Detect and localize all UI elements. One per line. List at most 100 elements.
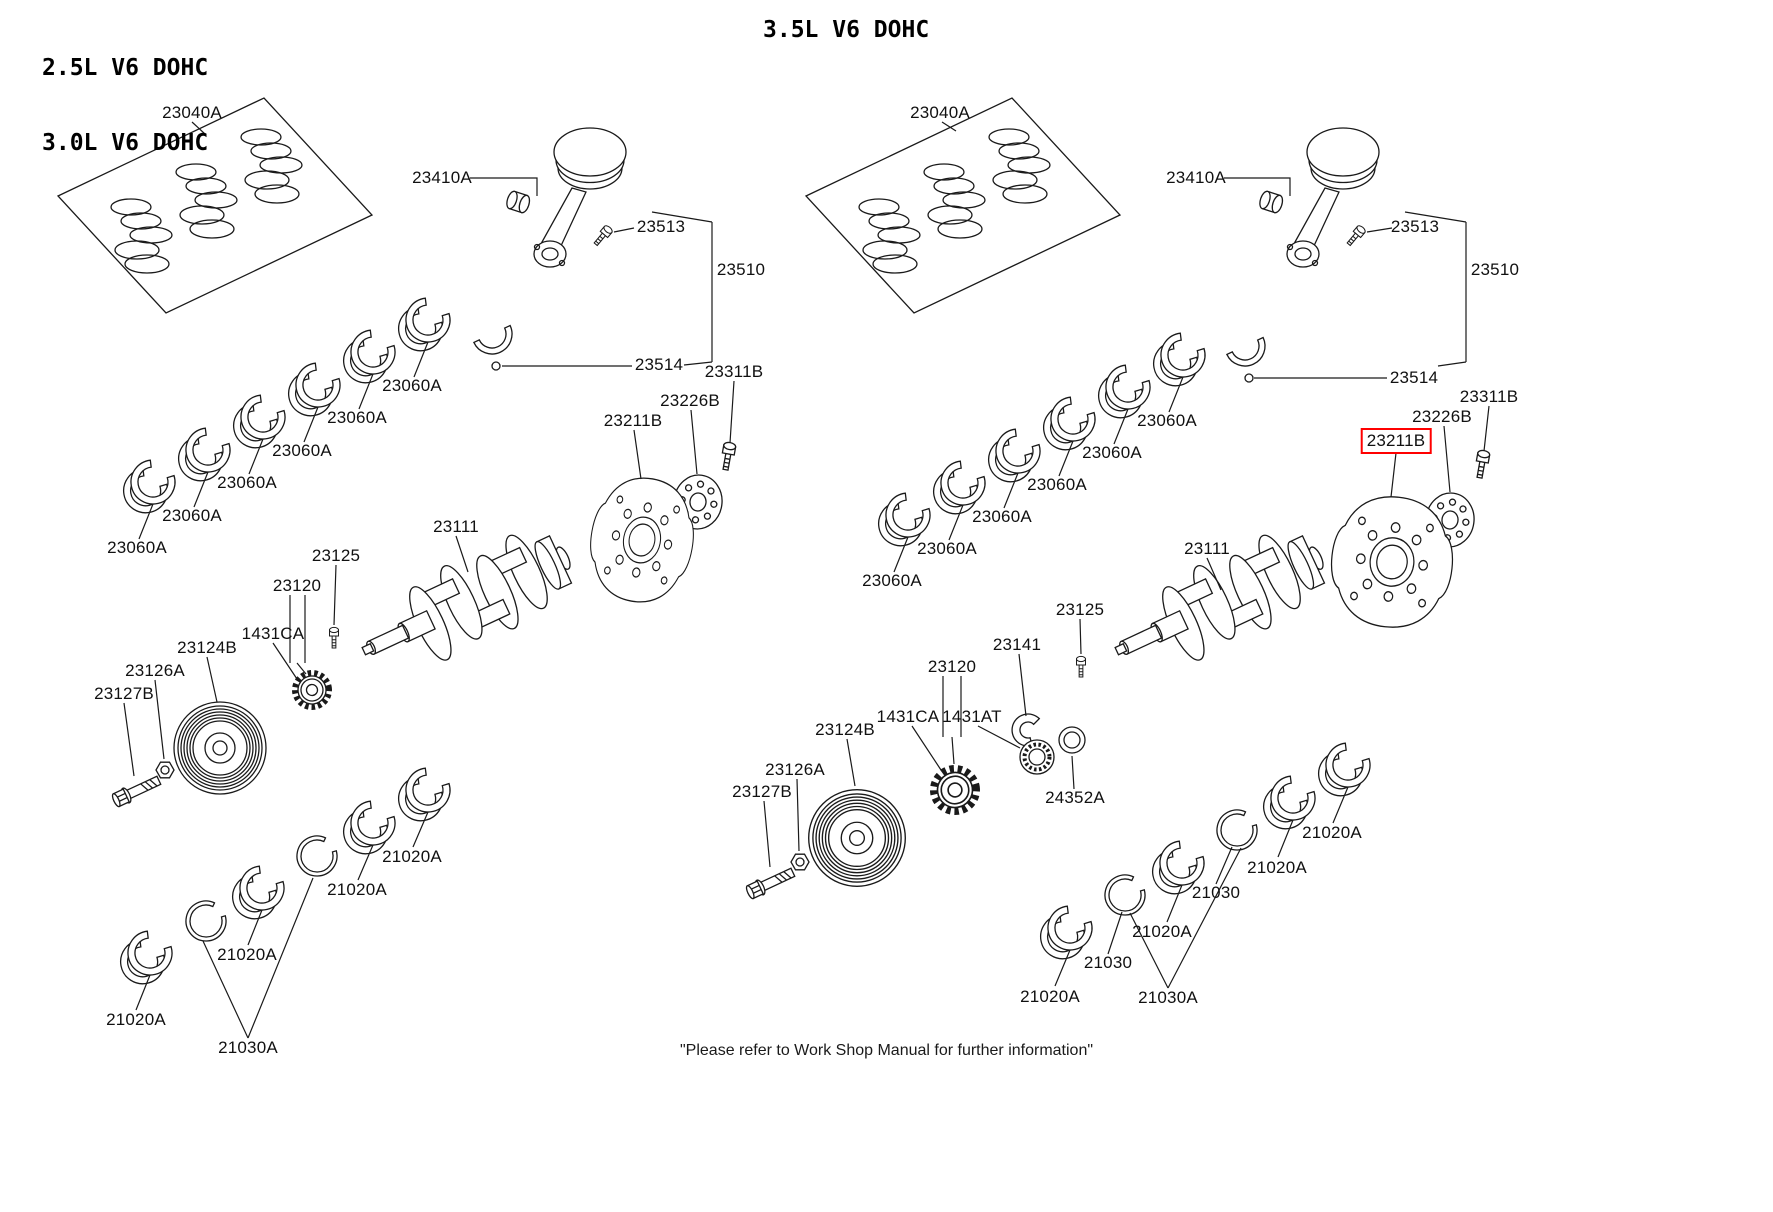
part-label-21030-54[interactable]: 21030 [1191, 883, 1241, 902]
sprocket-bolt [329, 626, 339, 649]
sprocket-bolt [1076, 655, 1086, 678]
part-label-21020a-52[interactable]: 21020A [1132, 922, 1192, 941]
part-label-21020a-23[interactable]: 21020A [217, 945, 277, 964]
part-label-23510-29[interactable]: 23510 [1470, 260, 1520, 279]
engine-title-left-line1: 2.5L V6 DOHC [42, 55, 209, 81]
main-bearing-lower [226, 861, 291, 924]
pulley-bolt [109, 772, 163, 810]
snap-ring [185, 900, 227, 942]
main-bearing-lower [392, 763, 457, 826]
part-label-21030-55[interactable]: 21030 [1083, 953, 1133, 972]
part-label-21020a-21[interactable]: 21020A [382, 847, 442, 866]
rod-bolt [1344, 223, 1368, 248]
piston-ring-stack [240, 128, 303, 204]
part-label-24352a-49[interactable]: 24352A [1045, 788, 1105, 807]
pulley-washer [790, 853, 810, 871]
part-label-23124b-46[interactable]: 23124B [815, 720, 875, 739]
part-label-23060a-36[interactable]: 23060A [1027, 475, 1087, 494]
part-label-23060a-8[interactable]: 23060A [382, 376, 442, 395]
part-label-23120-43[interactable]: 23120 [927, 657, 977, 676]
splined-hub [1018, 738, 1056, 776]
rod-bearing [473, 324, 520, 362]
piston-ring-stack [988, 128, 1051, 204]
part-label-23060a-37[interactable]: 23060A [972, 507, 1032, 526]
part-label-1431ca-44[interactable]: 1431CA [876, 707, 940, 726]
ring-set-box [56, 97, 374, 314]
main-bearing-upper [1147, 328, 1212, 391]
part-label-23060a-13[interactable]: 23060A [107, 538, 167, 557]
rod-nut [491, 361, 501, 371]
left-diagram [56, 97, 737, 1039]
snap-ring [1216, 809, 1258, 851]
part-label-23211b-33[interactable]: 23211B [1360, 428, 1432, 454]
main-bearing-lower [114, 926, 179, 989]
part-label-21020a-24[interactable]: 21020A [106, 1010, 166, 1029]
part-label-23120-16[interactable]: 23120 [272, 576, 322, 595]
part-label-21020a-22[interactable]: 21020A [327, 880, 387, 899]
rod-nut [1244, 373, 1254, 383]
part-label-21020a-53[interactable]: 21020A [1020, 987, 1080, 1006]
part-label-21020a-50[interactable]: 21020A [1302, 823, 1362, 842]
oil-seal-ring [1058, 726, 1086, 754]
main-bearing-upper [392, 293, 457, 356]
piston-assembly [1257, 127, 1380, 268]
part-label-23514-4[interactable]: 23514 [634, 355, 684, 374]
part-label-23510-3[interactable]: 23510 [716, 260, 766, 279]
leader-lines [123, 121, 735, 1039]
part-label-23060a-12[interactable]: 23060A [162, 506, 222, 525]
part-label-23040a-0[interactable]: 23040A [162, 103, 222, 122]
part-label-23311b-31[interactable]: 23311B [1459, 387, 1519, 406]
snap-ring [296, 835, 338, 877]
right-diagram [743, 97, 1491, 989]
part-label-23410a-27[interactable]: 23410A [1166, 168, 1226, 187]
part-label-23410a-1[interactable]: 23410A [412, 168, 472, 187]
part-label-23060a-9[interactable]: 23060A [327, 408, 387, 427]
part-label-21030a-25[interactable]: 21030A [218, 1038, 278, 1057]
piston-assembly [504, 127, 627, 268]
part-label-23311b-5[interactable]: 23311B [704, 362, 764, 381]
plate-bolt [718, 440, 737, 472]
snap-ring [1104, 874, 1146, 916]
part-label-23127b-48[interactable]: 23127B [732, 782, 792, 801]
pulley-bolt [743, 864, 797, 902]
part-label-21030a-56[interactable]: 21030A [1138, 988, 1198, 1007]
part-label-23060a-10[interactable]: 23060A [272, 441, 332, 460]
part-label-1431at-45[interactable]: 1431AT [942, 707, 1002, 726]
part-label-23111-14[interactable]: 23111 [433, 517, 479, 536]
part-label-23125-41[interactable]: 23125 [1055, 600, 1105, 619]
engine-title-right: 3.5L V6 DOHC [763, 17, 930, 43]
part-label-23211b-7[interactable]: 23211B [603, 411, 663, 430]
part-label-23127b-20[interactable]: 23127B [94, 684, 154, 703]
crankshaft-pulley [173, 701, 267, 795]
part-label-23126a-19[interactable]: 23126A [125, 661, 185, 680]
part-label-21020a-51[interactable]: 21020A [1247, 858, 1307, 877]
part-label-23226b-32[interactable]: 23226B [1412, 407, 1472, 426]
footer-caption: "Please refer to Work Shop Manual for fu… [679, 1042, 1094, 1059]
part-label-23111-40[interactable]: 23111 [1184, 539, 1230, 558]
part-label-23513-28[interactable]: 23513 [1390, 217, 1440, 236]
plate-bolt [1472, 448, 1491, 480]
piston-ring-stack [858, 198, 921, 274]
part-label-23141-42[interactable]: 23141 [992, 635, 1042, 654]
part-label-23514-30[interactable]: 23514 [1389, 368, 1439, 387]
main-bearing-lower [1312, 738, 1377, 801]
part-label-1431ca-17[interactable]: 1431CA [241, 624, 305, 643]
part-label-23125-15[interactable]: 23125 [311, 546, 361, 565]
part-label-23513-2[interactable]: 23513 [636, 217, 686, 236]
part-label-23226b-6[interactable]: 23226B [660, 391, 720, 410]
part-label-23060a-38[interactable]: 23060A [917, 539, 977, 558]
crankshaft-pulley [808, 789, 906, 887]
part-label-23124b-18[interactable]: 23124B [177, 638, 237, 657]
piston-ring-stack [110, 198, 173, 274]
part-label-23126a-47[interactable]: 23126A [765, 760, 825, 779]
pulley-washer [155, 761, 175, 779]
part-label-23060a-39[interactable]: 23060A [862, 571, 922, 590]
part-label-23040a-26[interactable]: 23040A [910, 103, 970, 122]
crank-sprocket [931, 766, 979, 814]
engine-title-left-line2: 3.0L V6 DOHC [42, 130, 209, 156]
part-label-23060a-35[interactable]: 23060A [1082, 443, 1142, 462]
part-label-23060a-34[interactable]: 23060A [1137, 411, 1197, 430]
part-label-23060a-11[interactable]: 23060A [217, 473, 277, 492]
